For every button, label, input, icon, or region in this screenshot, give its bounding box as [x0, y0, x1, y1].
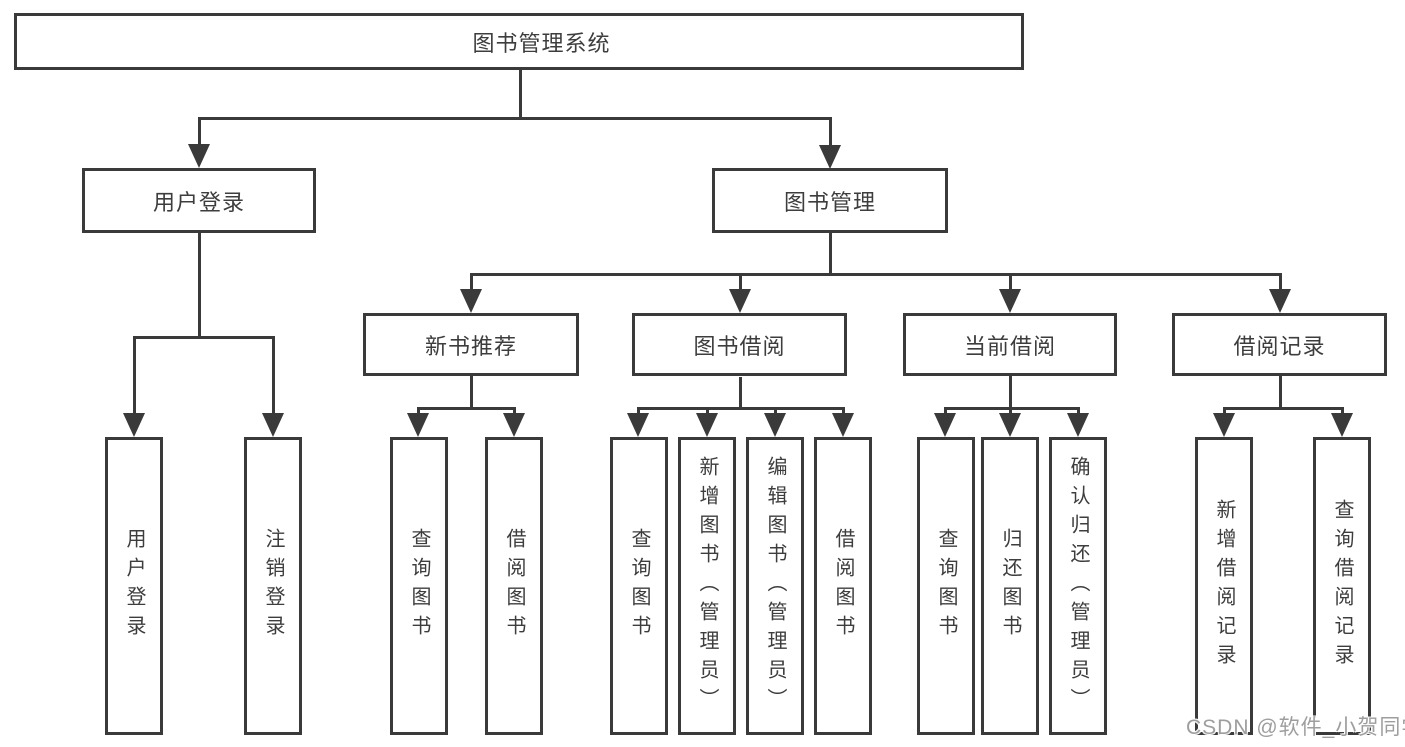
connector-line — [417, 407, 516, 410]
node-label: 查询图书 — [628, 528, 650, 644]
arrow-down-icon — [999, 289, 1021, 313]
connector-line — [1341, 407, 1344, 417]
node-label: 用户登录 — [152, 189, 245, 215]
connector-line — [637, 407, 845, 410]
node-label: 图书管理系统 — [472, 30, 611, 56]
connector-line — [1223, 407, 1344, 410]
connector-line — [513, 407, 516, 417]
leaf-borrow-books-1: 借阅图书 — [485, 437, 543, 735]
connector-line — [739, 273, 742, 292]
connector-line — [944, 407, 1080, 410]
node-label: 确认归还（管理员） — [1067, 455, 1089, 717]
arrow-down-icon — [627, 413, 649, 437]
leaf-add-books-admin: 新增图书（管理员） — [678, 437, 736, 735]
connector-line — [1009, 407, 1012, 417]
connector-line — [519, 70, 522, 117]
connector-line — [739, 377, 742, 408]
connector-line — [1279, 375, 1282, 408]
node-label: 新增图书（管理员） — [696, 455, 718, 717]
arrow-down-icon — [729, 289, 751, 313]
connector-line — [198, 233, 201, 336]
node-label: 图书借阅 — [693, 333, 786, 359]
node-label: 编辑图书（管理员） — [764, 455, 786, 717]
arrow-down-icon — [1331, 413, 1353, 437]
leaf-query-borrow-record: 查询借阅记录 — [1313, 437, 1371, 735]
arrow-down-icon — [1213, 413, 1235, 437]
arrow-down-icon — [819, 145, 841, 169]
connector-line — [706, 407, 709, 417]
node-label: 查询图书 — [408, 528, 430, 644]
leaf-confirm-return-admin: 确认归还（管理员） — [1049, 437, 1107, 735]
node-current-borrowing: 当前借阅 — [903, 313, 1117, 376]
leaf-edit-books-admin: 编辑图书（管理员） — [746, 437, 804, 735]
node-label: 注销登录 — [262, 528, 284, 644]
connector-line — [829, 117, 832, 148]
leaf-query-books-2: 查询图书 — [610, 437, 668, 735]
connector-line — [470, 376, 473, 408]
connector-line — [1009, 376, 1012, 408]
node-library-management-system: 图书管理系统 — [14, 13, 1024, 70]
arrow-down-icon — [1269, 289, 1291, 313]
connector-line — [944, 407, 947, 417]
arrow-down-icon — [123, 413, 145, 437]
arrow-down-icon — [460, 289, 482, 313]
connector-line — [1009, 273, 1012, 292]
node-label: 查询借阅记录 — [1331, 499, 1353, 673]
leaf-query-books-3: 查询图书 — [917, 437, 975, 735]
arrow-down-icon — [503, 413, 525, 437]
arrow-down-icon — [764, 413, 786, 437]
connector-line — [1223, 407, 1226, 417]
connector-line — [272, 336, 275, 415]
node-label: 借阅图书 — [503, 528, 525, 644]
node-new-book-recommendation: 新书推荐 — [363, 313, 579, 376]
arrow-down-icon — [934, 413, 956, 437]
arrow-down-icon — [1067, 413, 1089, 437]
connector-line — [417, 407, 420, 417]
csdn-watermark: CSDN @软件_小贺同学 — [1186, 716, 1405, 739]
connector-line — [842, 407, 845, 417]
leaf-borrow-books-2: 借阅图书 — [814, 437, 872, 735]
node-label: 查询图书 — [935, 528, 957, 644]
arrow-down-icon — [832, 413, 854, 437]
leaf-logout: 注销登录 — [244, 437, 302, 735]
node-label: 新书推荐 — [424, 333, 517, 359]
leaf-query-books-1: 查询图书 — [390, 437, 448, 735]
node-book-management-module: 图书管理 — [712, 168, 948, 233]
leaf-user-login: 用户登录 — [105, 437, 163, 735]
connector-line — [470, 273, 473, 292]
arrow-down-icon — [999, 413, 1021, 437]
arrow-down-icon — [407, 413, 429, 437]
node-label: 图书管理 — [783, 189, 876, 215]
connector-line — [829, 233, 832, 273]
node-user-login-module: 用户登录 — [82, 168, 316, 233]
leaf-add-borrow-record: 新增借阅记录 — [1195, 437, 1253, 735]
node-label: 当前借阅 — [963, 333, 1056, 359]
connector-line — [133, 336, 136, 415]
node-label: 用户登录 — [123, 528, 145, 644]
node-label: 归还图书 — [999, 528, 1021, 644]
connector-line — [198, 117, 832, 120]
node-label: 新增借阅记录 — [1213, 499, 1235, 673]
node-label: 借阅记录 — [1233, 333, 1326, 359]
connector-line — [637, 407, 640, 417]
connector-line — [774, 407, 777, 417]
connector-line — [1279, 273, 1282, 292]
connector-line — [198, 117, 201, 147]
connector-line — [470, 273, 1281, 276]
connector-line — [133, 336, 275, 339]
connector-line — [1077, 407, 1080, 417]
arrow-down-icon — [262, 413, 284, 437]
arrow-down-icon — [188, 144, 210, 168]
arrow-down-icon — [696, 413, 718, 437]
leaf-return-books: 归还图书 — [981, 437, 1039, 735]
node-borrowing-records: 借阅记录 — [1172, 313, 1387, 376]
node-label: 借阅图书 — [832, 528, 854, 644]
node-book-borrowing: 图书借阅 — [632, 313, 847, 376]
